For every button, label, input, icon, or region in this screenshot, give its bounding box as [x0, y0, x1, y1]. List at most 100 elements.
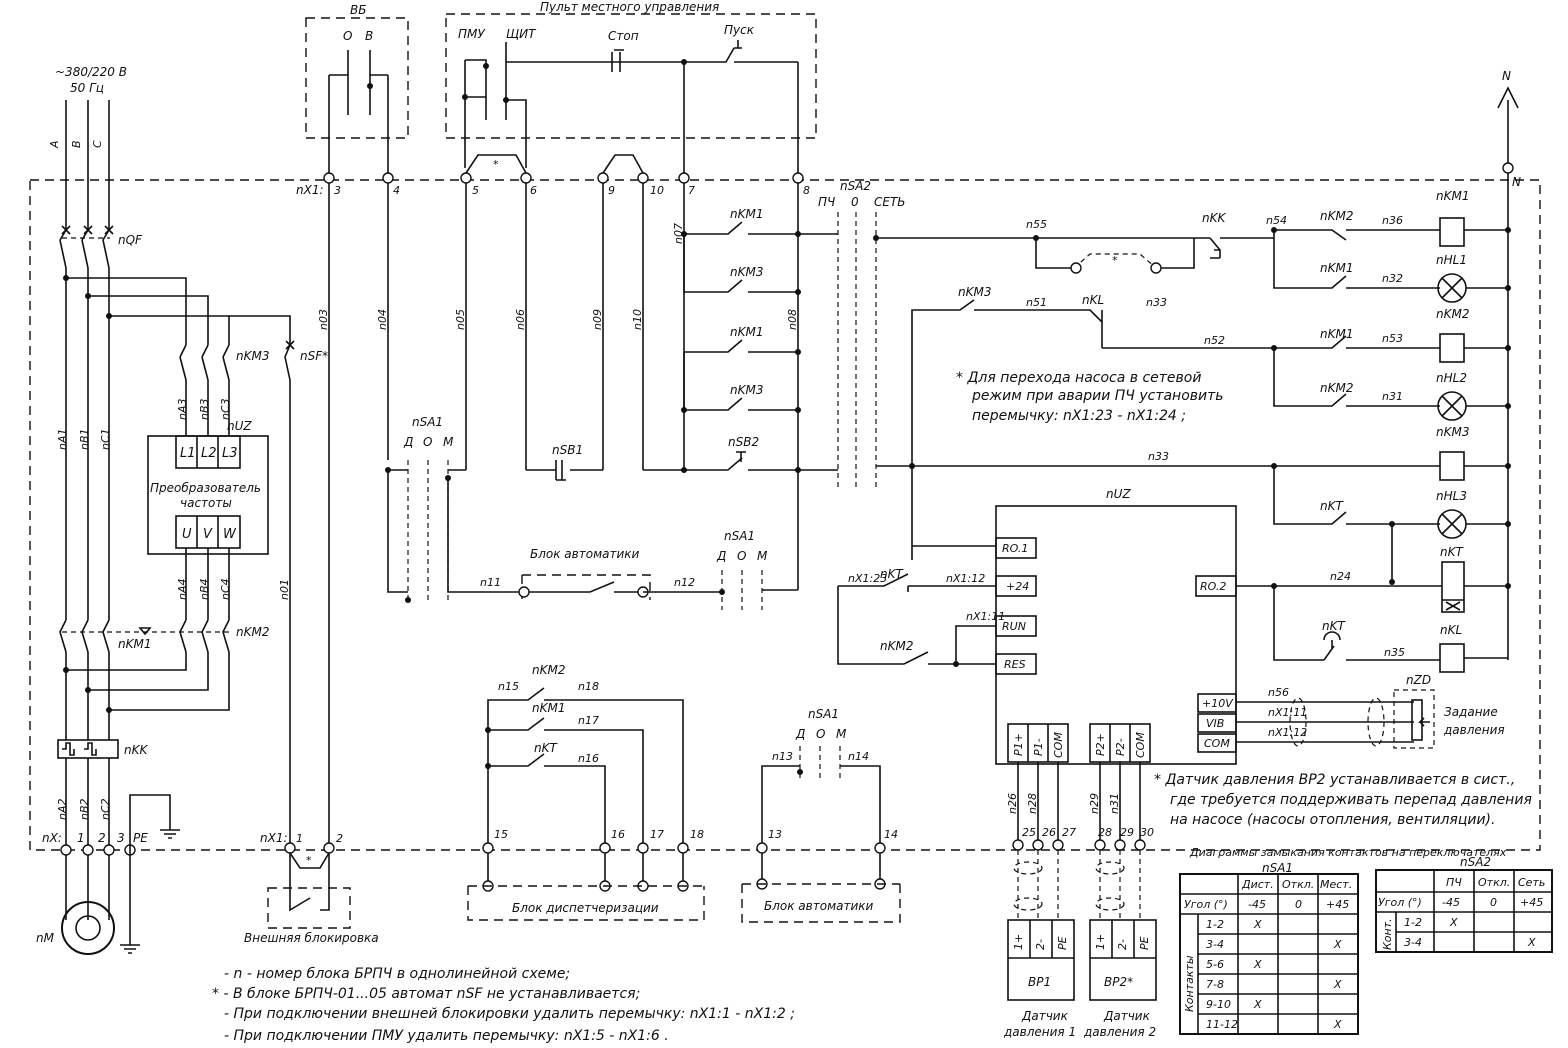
start-button	[684, 40, 798, 63]
svg-text:VIB: VIB	[1206, 717, 1224, 730]
svg-text:Угол (°): Угол (°)	[1378, 896, 1422, 909]
nkm2-label: nKM2	[236, 625, 269, 639]
svg-text:27: 27	[1062, 826, 1076, 839]
pump-note-3: перемычку: nX1:23 - nX1:24 ;	[972, 408, 1186, 424]
svg-text:Контакты: Контакты	[1183, 955, 1196, 1012]
svg-text:P1+: P1+	[1012, 733, 1025, 756]
svg-text:Сеть: Сеть	[1518, 876, 1545, 889]
svg-text:PE: PE	[1138, 936, 1151, 950]
vb-title: ВБ	[350, 3, 366, 17]
svg-text:nSA1: nSA1	[724, 529, 755, 543]
pump-note-2: режим при аварии ПЧ установить	[971, 388, 1224, 404]
svg-text:-45: -45	[1442, 896, 1460, 909]
nhl1-lamp	[1437, 273, 1467, 303]
svg-text:nA2: nA2	[56, 799, 69, 821]
pmu-title: Пульт местного управления	[540, 0, 719, 14]
stop-button	[506, 49, 684, 72]
nsa2-label: nSA2	[840, 179, 871, 193]
nkm1-label: nKM1	[118, 637, 151, 651]
svg-text:9: 9	[608, 184, 615, 197]
contact-label: 3-4	[1206, 938, 1224, 951]
svg-text:ПМУ: ПМУ	[458, 27, 485, 41]
svg-text:nHL1: nHL1	[1436, 253, 1467, 267]
contact-label: 7-8	[1206, 978, 1224, 991]
svg-text:0: 0	[1295, 898, 1302, 911]
svg-text:18: 18	[690, 828, 704, 841]
svg-text:nSA1: nSA1	[1262, 861, 1293, 875]
svg-text:О: О	[816, 727, 825, 741]
svg-text:nB3: nB3	[198, 398, 211, 420]
svg-text:давления 1: давления 1	[1003, 1025, 1076, 1039]
svg-text:15: 15	[494, 828, 508, 841]
svg-text:*: *	[493, 158, 499, 171]
svg-text:давления: давления	[1443, 723, 1505, 737]
svg-text:nHL3: nHL3	[1436, 489, 1467, 503]
svg-text:nA4: nA4	[176, 579, 189, 601]
svg-text:n11: n11	[480, 576, 501, 589]
nqf-breaker	[59, 225, 114, 269]
svg-text:N: N	[1512, 175, 1521, 189]
svg-text:COM: COM	[1204, 737, 1230, 750]
svg-text:nKK: nKK	[1202, 211, 1226, 225]
svg-text:nKM2: nKM2	[880, 639, 913, 653]
svg-text:Датчик: Датчик	[1103, 1009, 1151, 1023]
nsf-label: nSF*	[300, 349, 328, 363]
svg-text:Д: Д	[795, 727, 805, 741]
nsb2-label: nSB2	[728, 435, 759, 449]
svg-text:+45: +45	[1520, 896, 1543, 909]
svg-text:n15: n15	[498, 680, 519, 693]
svg-text:L3: L3	[222, 446, 238, 461]
svg-text:7: 7	[688, 184, 695, 197]
svg-text:n10: n10	[631, 309, 644, 330]
sa1-table	[1179, 873, 1359, 1035]
svg-text:2: 2	[336, 832, 343, 845]
svg-text:25: 25	[1022, 826, 1036, 839]
svg-text:n08: n08	[786, 309, 799, 330]
svg-text:BP2*: BP2*	[1104, 975, 1133, 989]
svg-text:n24: n24	[1330, 570, 1351, 583]
bp2-sensor	[1089, 919, 1157, 1001]
nhl2-lamp	[1437, 391, 1467, 421]
svg-text:nSA2: nSA2	[1460, 855, 1491, 869]
nx1-top-terminals	[323, 172, 804, 184]
nkm1-coil	[1439, 217, 1465, 247]
svg-text:n56: n56	[1268, 686, 1289, 699]
auto-block-2-title: Блок автоматики	[764, 899, 874, 913]
svg-text:14: 14	[884, 828, 898, 841]
svg-text:n05: n05	[454, 309, 467, 330]
dispatch-terminals	[482, 842, 689, 892]
contact-mark: X	[1253, 918, 1262, 931]
svg-text:n32: n32	[1382, 272, 1403, 285]
svg-text:n03: n03	[317, 309, 330, 330]
svg-text:nKM1: nKM1	[1320, 261, 1353, 275]
diagrams-caption: Диаграммы замыкания контактов на переклю…	[1189, 846, 1507, 859]
svg-text:nB4: nB4	[198, 578, 211, 600]
sensor-terminals	[1012, 839, 1146, 851]
wire-nb1: nB1	[78, 428, 91, 450]
svg-text:n17: n17	[578, 714, 599, 727]
svg-text:nX1:12: nX1:12	[1268, 726, 1307, 739]
nkm2-coil	[1439, 333, 1465, 363]
nhl3-lamp	[1437, 509, 1467, 539]
wire-nc1: nC1	[99, 428, 112, 450]
svg-text:Д: Д	[403, 435, 413, 449]
svg-text:ЩИТ: ЩИТ	[506, 27, 537, 41]
svg-text:26: 26	[1042, 826, 1056, 839]
svg-text:nUZ: nUZ	[1106, 487, 1131, 501]
contact-label: 1-2	[1404, 916, 1422, 929]
svg-text:ПЧ: ПЧ	[818, 195, 835, 209]
svg-text:nA3: nA3	[176, 399, 189, 421]
dispatch-block	[467, 885, 705, 921]
svg-text:О: О	[423, 435, 432, 449]
svg-text:n07: n07	[672, 223, 685, 244]
svg-text:n12: n12	[674, 576, 695, 589]
svg-text:1: 1	[77, 831, 85, 845]
svg-text:6: 6	[530, 184, 537, 197]
nsb1-label: nSB1	[552, 443, 583, 457]
svg-text:P2+: P2+	[1094, 733, 1107, 756]
svg-text:ПЧ: ПЧ	[1446, 876, 1462, 889]
svg-text:n18: n18	[578, 680, 599, 693]
svg-text:nKM2: nKM2	[1320, 209, 1353, 223]
svg-text:Стоп: Стоп	[608, 29, 639, 43]
svg-text:Датчик: Датчик	[1021, 1009, 1069, 1023]
